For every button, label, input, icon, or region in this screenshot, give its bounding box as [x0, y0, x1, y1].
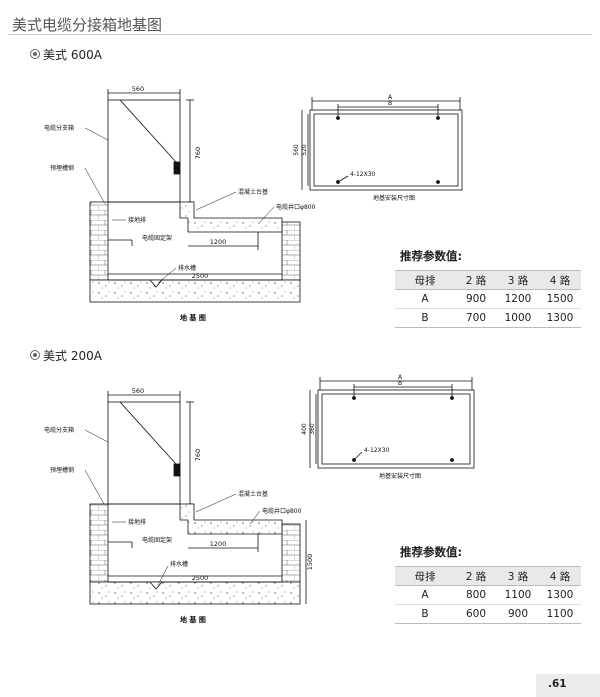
- table-cell: B: [395, 604, 455, 624]
- label-branch-box: 电缆分支箱: [44, 426, 74, 434]
- caption-install: 地基安装尺寸图: [373, 194, 415, 202]
- section-heading-text: 美式 200A: [43, 349, 102, 363]
- dim-height-right: 760: [194, 147, 202, 159]
- params-table-200a: 母排 2 路 3 路 4 路 A 800 1100 1300 B 600 900…: [395, 566, 581, 624]
- foundation-labels-200a: 电缆分支箱 预埋槽钢 接地排 电缆固定架 混凝土台基 电缆井口φ800 排水槽 …: [44, 426, 302, 624]
- label-embedded-channel: 预埋槽钢: [50, 466, 74, 474]
- dim-B: B: [388, 100, 392, 107]
- label-concrete-base: 混凝土台基: [238, 490, 268, 498]
- bullet-circle-icon: [30, 350, 40, 360]
- table-header-cell: 母排: [395, 270, 455, 290]
- bolt-label: 4-12X30: [364, 447, 390, 454]
- label-drain: 排水槽: [178, 264, 196, 272]
- title-divider: [8, 34, 592, 35]
- dim-width-top: 560: [132, 85, 144, 93]
- table-cell: 1500: [539, 289, 581, 309]
- params-title: 推荐参数值:: [400, 249, 463, 263]
- page-number: .61: [548, 678, 567, 690]
- section-heading-text: 美式 600A: [43, 48, 102, 62]
- label-cable-bracket: 电缆固定架: [142, 234, 172, 242]
- table-header-cell: 3 路: [497, 270, 539, 290]
- table-cell: 1200: [497, 289, 539, 309]
- dim-height-right: 760: [194, 449, 202, 461]
- dim-base-width: 2500: [192, 574, 209, 582]
- table-cell: 1100: [539, 604, 581, 624]
- label-concrete-base: 混凝土台基: [238, 188, 268, 196]
- table-cell: A: [395, 289, 455, 309]
- foundation-labels-600a: 电缆分支箱 预埋槽钢 接地排 电缆固定架 混凝土台基 电缆井口φ800 排水槽 …: [44, 124, 316, 322]
- dim-h-outer: 400: [301, 423, 308, 435]
- label-cable-well: 电缆井口φ800: [262, 507, 302, 515]
- label-drain: 排水槽: [170, 560, 188, 568]
- foundation-drawing-200a: [89, 391, 307, 605]
- caption-install: 地基安装尺寸图: [379, 472, 421, 480]
- dim-B: B: [398, 380, 402, 387]
- table-header-cell: 4 路: [539, 566, 581, 586]
- table-header-row: 母排 2 路 3 路 4 路: [395, 566, 581, 586]
- table-cell: 1300: [539, 308, 581, 328]
- section-heading-200a: 美式 200A: [30, 347, 102, 364]
- page-number-tab: [536, 674, 600, 697]
- label-ground-bar: 接地排: [128, 518, 146, 526]
- label-ground-bar: 接地排: [128, 216, 146, 224]
- table-row: B 600 900 1100: [395, 604, 581, 624]
- dim-side-height: 1500: [306, 554, 314, 571]
- bullet-circle-icon: [30, 49, 40, 59]
- table-header-cell: 4 路: [539, 270, 581, 290]
- params-title: 推荐参数值:: [400, 545, 463, 559]
- label-branch-box: 电缆分支箱: [44, 124, 74, 132]
- table-cell: 1300: [539, 585, 581, 605]
- table-cell: A: [395, 585, 455, 605]
- table-cell: 900: [455, 289, 497, 309]
- table-cell: 700: [455, 308, 497, 328]
- dim-h-inner: 520: [301, 144, 308, 156]
- table-cell: 800: [455, 585, 497, 605]
- table-header-cell: 母排: [395, 566, 455, 586]
- table-header-cell: 2 路: [455, 270, 497, 290]
- dim-h-outer: 560: [293, 144, 300, 156]
- install-drawing-600a: [301, 97, 463, 191]
- table-cell: 1000: [497, 308, 539, 328]
- bolt-label: 4-12X30: [350, 171, 376, 178]
- label-embedded-channel: 预埋槽钢: [50, 164, 74, 172]
- dim-base-width: 2500: [192, 272, 209, 280]
- table-cell: 600: [455, 604, 497, 624]
- caption-foundation: 地 基 图: [180, 615, 206, 624]
- table-header-cell: 2 路: [455, 566, 497, 586]
- table-row: B 700 1000 1300: [395, 308, 581, 328]
- page-title: 美式电缆分接箱地基图: [12, 16, 163, 34]
- table-header-row: 母排 2 路 3 路 4 路: [395, 270, 581, 290]
- table-cell: 900: [497, 604, 539, 624]
- table-cell: 1100: [497, 585, 539, 605]
- dim-A: A: [388, 94, 393, 101]
- label-cable-well: 电缆井口φ800: [276, 203, 316, 211]
- dim-A: A: [398, 374, 403, 381]
- dim-depth: 1200: [210, 238, 227, 246]
- table-header-cell: 3 路: [497, 566, 539, 586]
- table-row: A 800 1100 1300: [395, 585, 581, 605]
- dim-width-top: 560: [132, 387, 144, 395]
- section-heading-600a: 美式 600A: [30, 46, 102, 63]
- caption-foundation: 地 基 图: [180, 313, 206, 322]
- table-row: A 900 1200 1500: [395, 289, 581, 309]
- install-drawing-200a: [309, 377, 475, 469]
- table-cell: B: [395, 308, 455, 328]
- dim-h-inner: 360: [309, 423, 316, 435]
- params-table-600a: 母排 2 路 3 路 4 路 A 900 1200 1500 B 700 100…: [395, 270, 581, 328]
- label-cable-bracket: 电缆固定架: [142, 536, 172, 544]
- foundation-drawing-600a: [89, 89, 301, 303]
- dim-depth: 1200: [210, 540, 227, 548]
